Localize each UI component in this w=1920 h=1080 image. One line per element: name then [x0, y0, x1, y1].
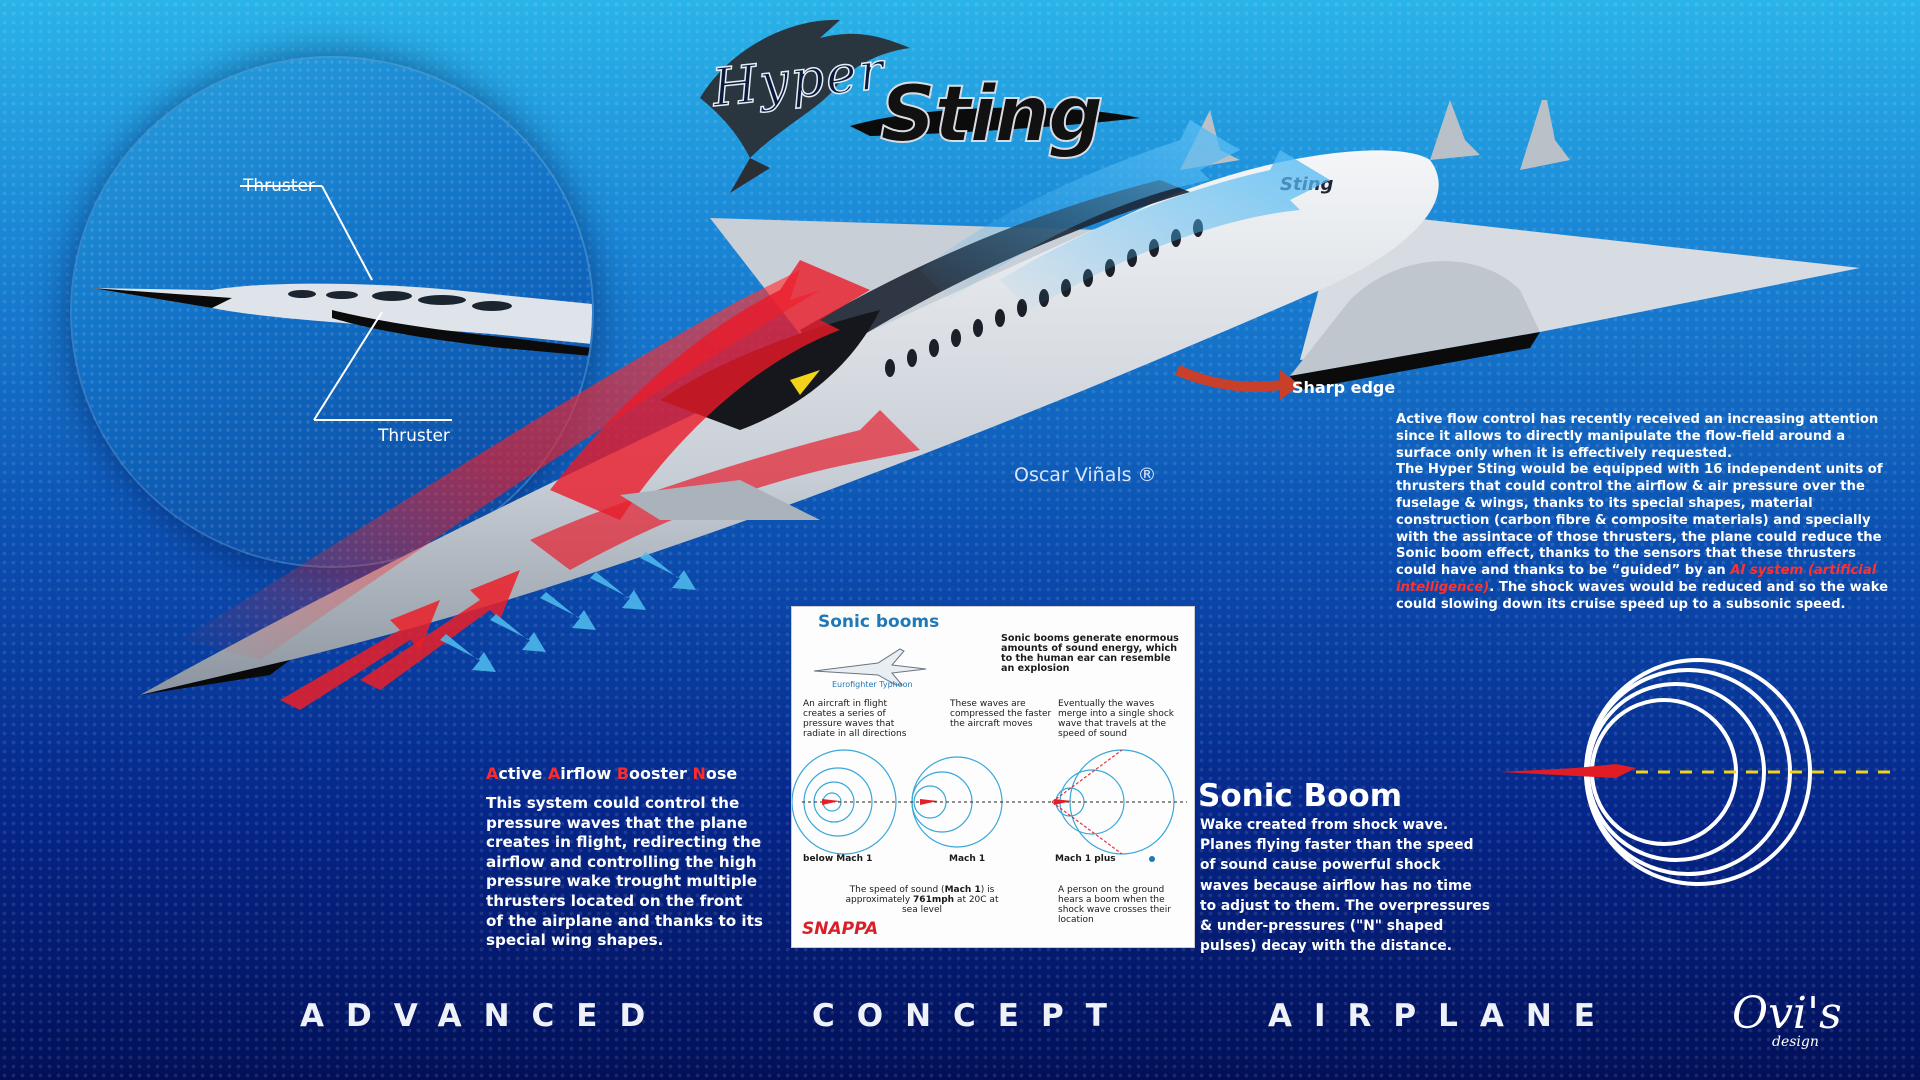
title-word-active: ctive [498, 764, 548, 783]
title-initial-n: N [692, 764, 706, 783]
footer-word-advanced: ADVANCED [300, 998, 668, 1034]
sonic-booms-infographic: Sonic booms Eurofighter Typhoon Sonic bo… [791, 606, 1195, 948]
booster-nose-description: This system could control the pressure w… [486, 794, 763, 950]
pressure-waves-diagram [792, 749, 1187, 862]
ovis-design-sub: design [1772, 1034, 1819, 1050]
eurofighter-icon [813, 648, 927, 686]
title-word-airflow: irflow [560, 764, 617, 783]
snappa-brand: SNAPPA [802, 919, 879, 939]
infographic-subtitle: Sonic booms generate enormous amounts of… [1001, 633, 1179, 674]
fuselage-closeup-graphic [92, 185, 592, 421]
thruster-label-top: Thruster [243, 176, 315, 196]
column-3-text: Eventually the waves merge into a single… [1058, 699, 1174, 739]
shock-wave-rings-diagram [1500, 658, 1890, 886]
person-hears-boom-note: A person on the ground hears a boom when… [1058, 885, 1171, 925]
thruster-label-bottom: Thruster [378, 426, 450, 446]
label-below-mach1: below Mach 1 [803, 854, 873, 864]
logo-word-sting: Sting [879, 69, 1105, 161]
label-mach1-plus: Mach 1 plus [1055, 854, 1116, 864]
column-1-text: An aircraft in flight creates a series o… [803, 699, 907, 739]
booster-nose-title: Active Airflow Booster Nose [486, 764, 737, 783]
title-initial-a2: A [547, 764, 561, 783]
title-word-booster: ooster [629, 764, 693, 783]
sharp-edge-label: Sharp edge [1292, 378, 1396, 397]
label-mach1: Mach 1 [949, 854, 986, 864]
info-paragraph-1: Active flow control has recently receive… [1396, 412, 1879, 461]
sonic-boom-description: Wake created from shock wave. Planes fly… [1200, 817, 1490, 955]
footer-word-concept: CONCEPT [812, 998, 1129, 1034]
title-initial-b: B [616, 764, 630, 783]
footer-tagline: ADVANCED CONCEPT AIRPLANE [300, 998, 1660, 1038]
active-flow-description: Active flow control has recently receive… [1396, 412, 1894, 614]
infographic-title: Sonic booms [818, 612, 940, 632]
title-initial-a1: A [486, 764, 499, 783]
ai-system-highlight: AI system (artificial intelligence) [1396, 563, 1877, 595]
info-paragraph-2b: . The shock waves would be reduced and s… [1396, 579, 1889, 612]
eurofighter-label: Eurofighter Typhoon [832, 680, 913, 689]
title-word-nose: ose [705, 764, 738, 783]
footer-word-airplane: AIRPLANE [1268, 998, 1617, 1034]
ovis-design-logo: Ovi's [1732, 988, 1842, 1039]
column-2-text: These waves are compressed the faster th… [950, 699, 1052, 729]
hyper-sting-airplane-illustration: Sting [140, 100, 1860, 710]
speed-of-sound-note: The speed of sound (Mach 1) is approxima… [845, 885, 999, 915]
designer-signature: Oscar Viñals ® [1014, 464, 1157, 486]
sonic-boom-title: Sonic Boom [1198, 778, 1403, 814]
info-paragraph-2a: The Hyper Sting would be equipped with 1… [1396, 462, 1883, 579]
falcon-logo-graphic [700, 19, 1140, 193]
